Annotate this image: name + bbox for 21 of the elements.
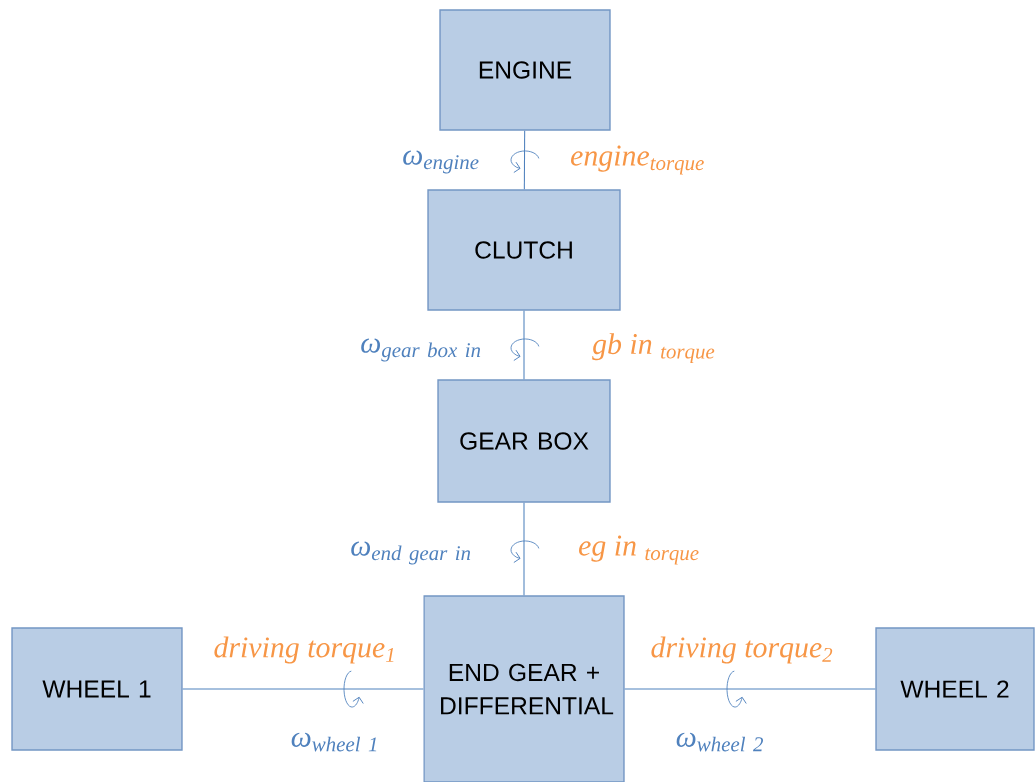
- torque-label: $\mathit{driving\ torque_{1}}$: [214, 636, 394, 664]
- process-box: GEAR BOX: [437, 379, 611, 503]
- process-box: CLUTCH: [427, 189, 621, 311]
- process-box: WHEEL 1: [11, 627, 183, 751]
- speed-label: $\mathit{ω_{wheel\ 1}}$: [291, 732, 377, 752]
- torque-label: $\mathit{eg\ in\ _{torque}}$: [579, 535, 699, 565]
- connector-line: [523, 130, 526, 190]
- process-box: ENGINE: [439, 9, 611, 131]
- process-box: END GEAR + DIFFERENTIAL: [423, 595, 625, 782]
- connector-line: [182, 688, 424, 690]
- speed-label: $\mathit{ω_{engine}}$: [403, 150, 479, 174]
- speed-label: $\mathit{ω_{wheel\ 2}}$: [676, 732, 763, 752]
- connector-line: [624, 688, 876, 690]
- torque-label: $\mathit{engine_{torque}}$: [571, 145, 704, 175]
- connector-line: [523, 310, 525, 380]
- torque-label: $\mathit{driving\ torque_{2}}$: [651, 636, 833, 664]
- connector-line: [523, 502, 525, 596]
- process-box: WHEEL 2: [875, 627, 1035, 751]
- speed-label: $\mathit{ω_{gear\ box\ in}}$: [361, 338, 481, 362]
- speed-label: $\mathit{ω_{end\ gear\ in}}$: [351, 541, 471, 565]
- torque-label: $\mathit{gb\ in\ _{torque}}$: [592, 333, 715, 363]
